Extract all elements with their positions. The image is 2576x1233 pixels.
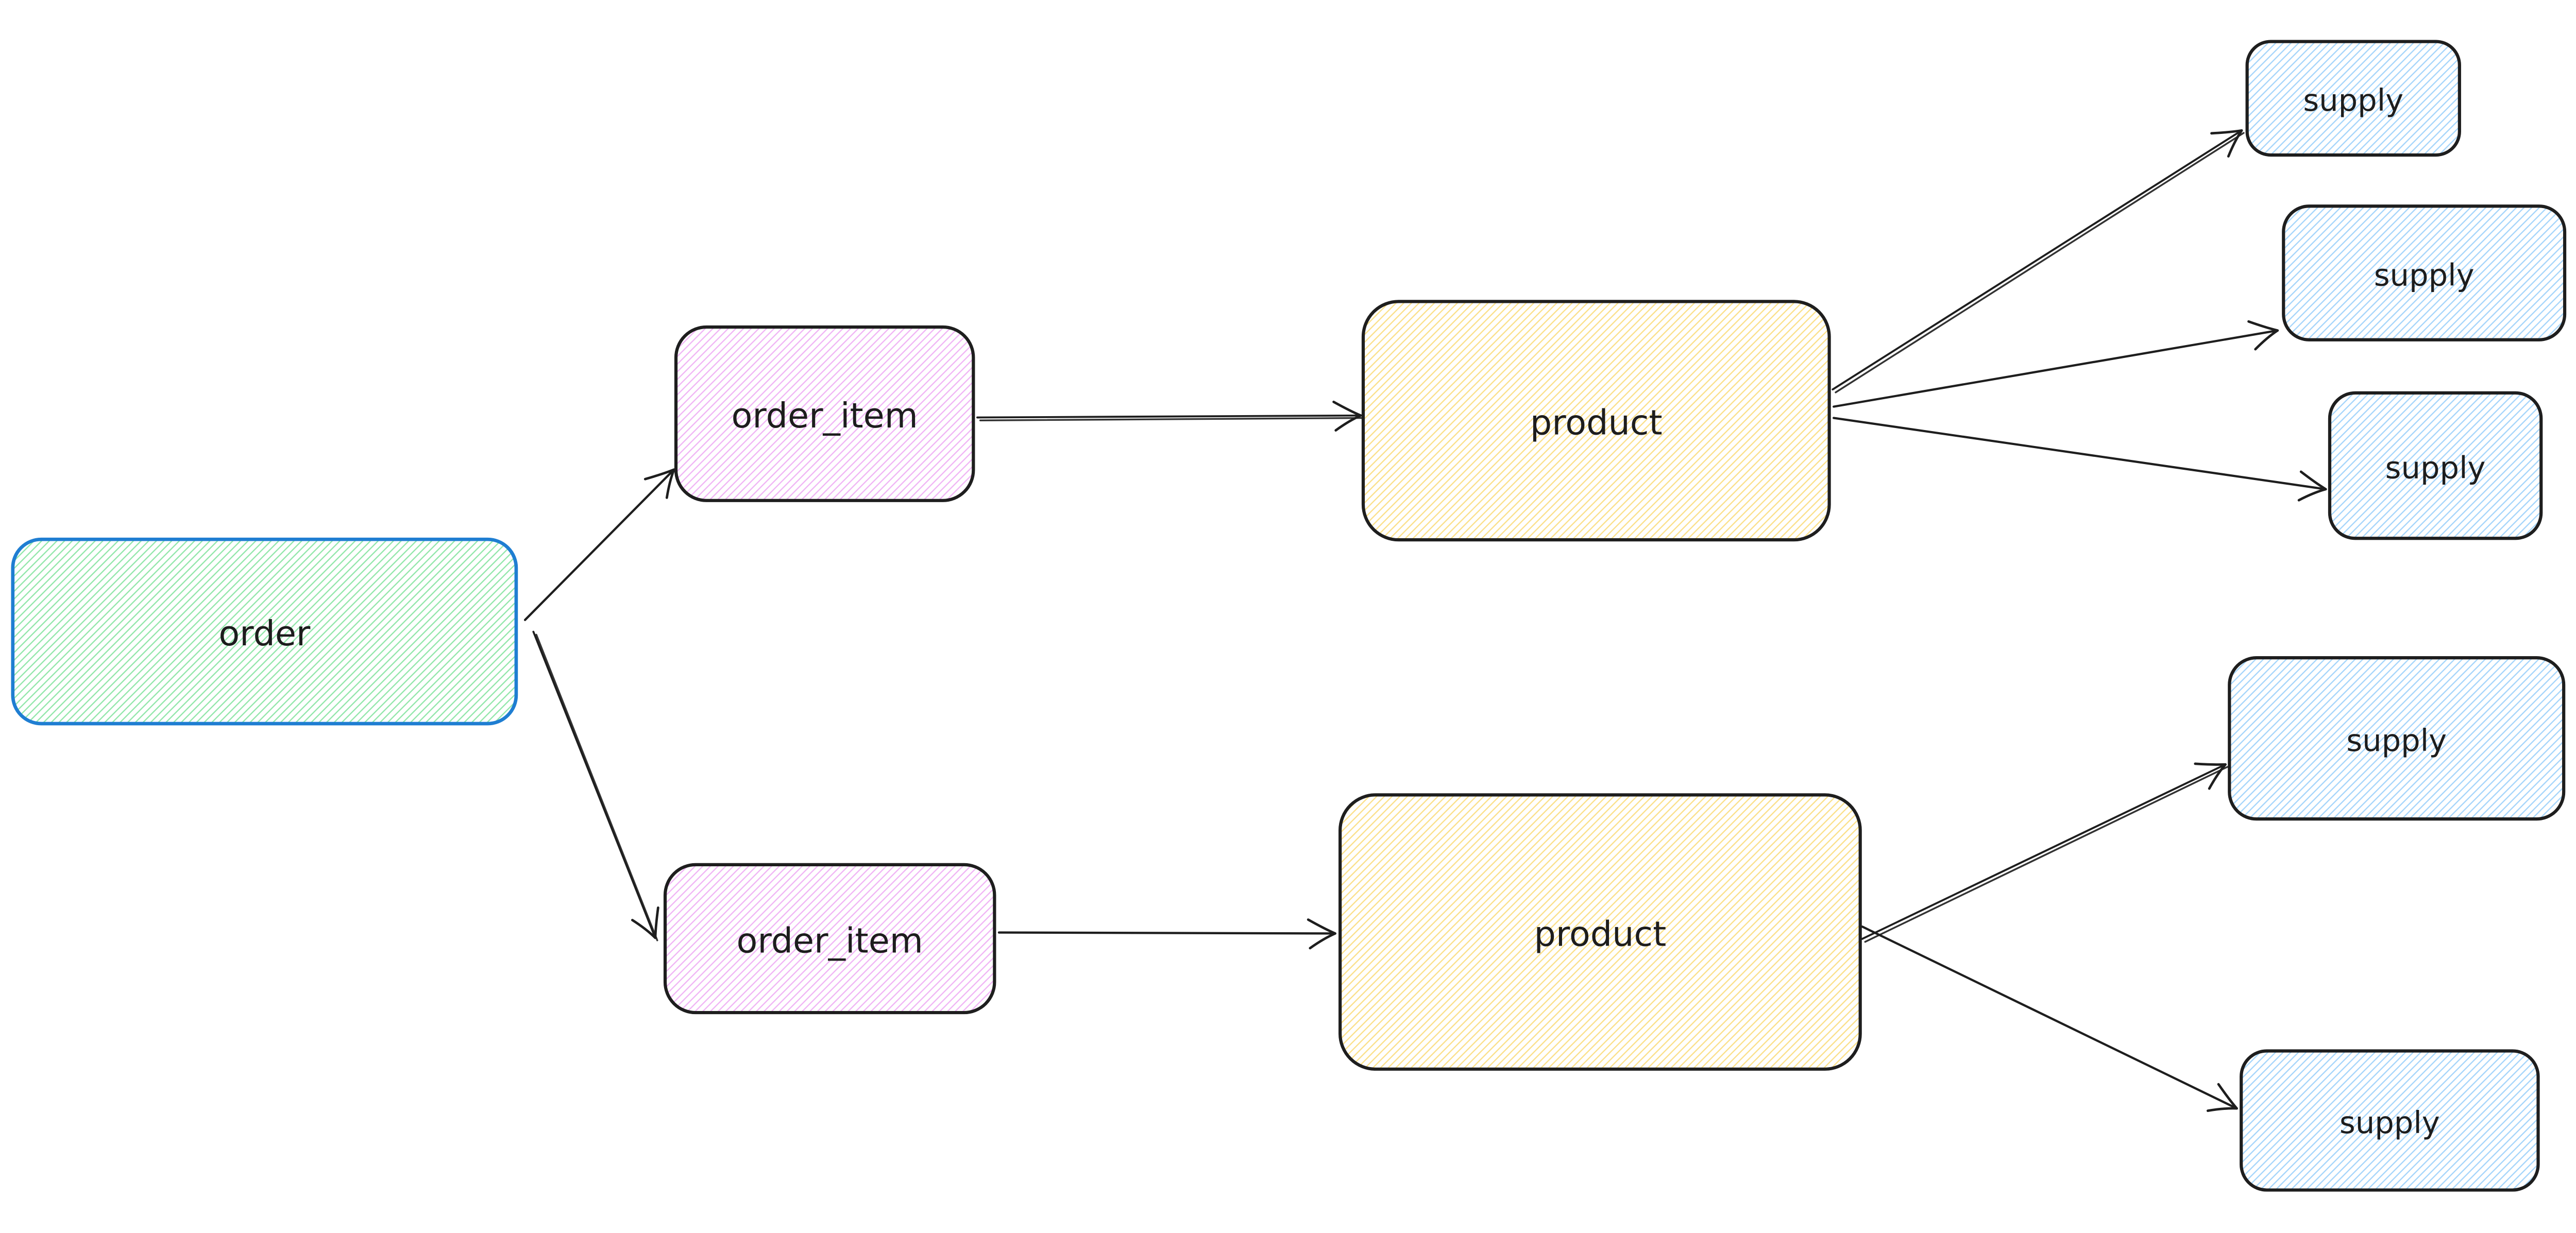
node-supply-4-shape[interactable]	[2228, 656, 2566, 821]
node-order-item-2-label: order_item	[737, 920, 923, 961]
node-order-item-2-shape[interactable]	[663, 863, 996, 1015]
node-supply-3-shape[interactable]	[2328, 391, 2543, 540]
node-supply-4-label: supply	[2346, 723, 2447, 758]
edge-product-2-to-supply-4[interactable]	[1861, 762, 2229, 943]
node-order-item-1-shape[interactable]	[674, 325, 975, 502]
node-supply-1[interactable]: supply	[2245, 40, 2461, 157]
node-product-1-label: product	[1530, 403, 1663, 443]
node-supply-1-shape[interactable]	[2245, 40, 2461, 157]
node-supply-3[interactable]: supply	[2328, 391, 2543, 540]
edge-order-item-2-to-product-2[interactable]	[997, 918, 1336, 950]
node-order-shape[interactable]	[11, 537, 518, 726]
node-supply-5-shape[interactable]	[2240, 1049, 2540, 1192]
node-order-item-1-label: order_item	[731, 396, 918, 436]
edge-product-1-to-supply-3[interactable]	[1833, 417, 2327, 502]
node-supply-1-label: supply	[2303, 82, 2403, 118]
edges-layer	[523, 129, 2327, 1112]
node-supply-5[interactable]: supply	[2240, 1049, 2540, 1192]
node-product-2-label: product	[1534, 914, 1666, 954]
node-order[interactable]: order	[11, 537, 518, 726]
node-supply-2[interactable]: supply	[2282, 204, 2567, 341]
node-order-label: order	[218, 613, 311, 654]
node-product-2-shape[interactable]	[1338, 793, 1862, 1071]
node-supply-2-label: supply	[2374, 257, 2475, 293]
node-product-1[interactable]: product	[1361, 300, 1831, 542]
edge-order-to-order-item-2[interactable]	[532, 630, 659, 941]
edge-product-1-to-supply-1[interactable]	[1832, 129, 2245, 393]
node-supply-3-label: supply	[2385, 450, 2486, 485]
node-order-item-2[interactable]: order_item	[663, 863, 996, 1015]
edge-order-item-1-to-product-1[interactable]	[976, 400, 1364, 432]
edge-product-1-to-supply-2[interactable]	[1833, 320, 2279, 408]
node-product-2[interactable]: product	[1338, 793, 1862, 1071]
node-supply-2-shape[interactable]	[2282, 204, 2567, 341]
node-supply-5-label: supply	[2340, 1105, 2440, 1140]
nodes-layer: orderorder_itemorder_itemproductproducts…	[11, 40, 2567, 1192]
node-product-1-shape[interactable]	[1361, 300, 1831, 542]
node-supply-4[interactable]: supply	[2228, 656, 2566, 821]
node-order-item-1[interactable]: order_item	[674, 325, 975, 502]
edge-product-2-to-supply-5[interactable]	[1861, 925, 2238, 1112]
edge-order-to-order-item-1[interactable]	[523, 468, 675, 621]
